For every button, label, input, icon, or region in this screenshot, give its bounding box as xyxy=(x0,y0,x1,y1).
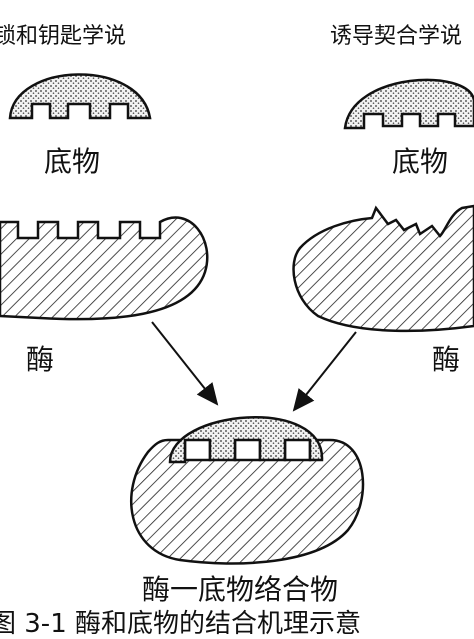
label-enzyme-substrate-complex: 酶一底物络合物 xyxy=(142,573,339,606)
figure-caption: 图 3-1 酶和底物的结合机理示意 xyxy=(0,609,361,639)
label-enzyme-right: 酶 xyxy=(432,343,461,376)
arrow-right xyxy=(292,331,357,412)
label-substrate-left: 底物 xyxy=(44,145,101,178)
label-enzyme-left: 酶 xyxy=(26,343,55,376)
title-induced-fit: 诱导契合学说 xyxy=(330,24,463,49)
enzyme-left-shape xyxy=(0,216,209,321)
label-substrate-right: 底物 xyxy=(392,145,449,178)
complex-substrate-shape xyxy=(168,416,324,464)
arrow-left xyxy=(151,321,219,406)
title-lock-and-key: 锁和钥匙学说 xyxy=(0,24,127,49)
enzyme-right-shape xyxy=(292,204,474,333)
substrate-left-shape xyxy=(8,73,152,120)
complex-enzyme-shape xyxy=(130,438,365,565)
substrate-right-shape xyxy=(343,78,474,130)
